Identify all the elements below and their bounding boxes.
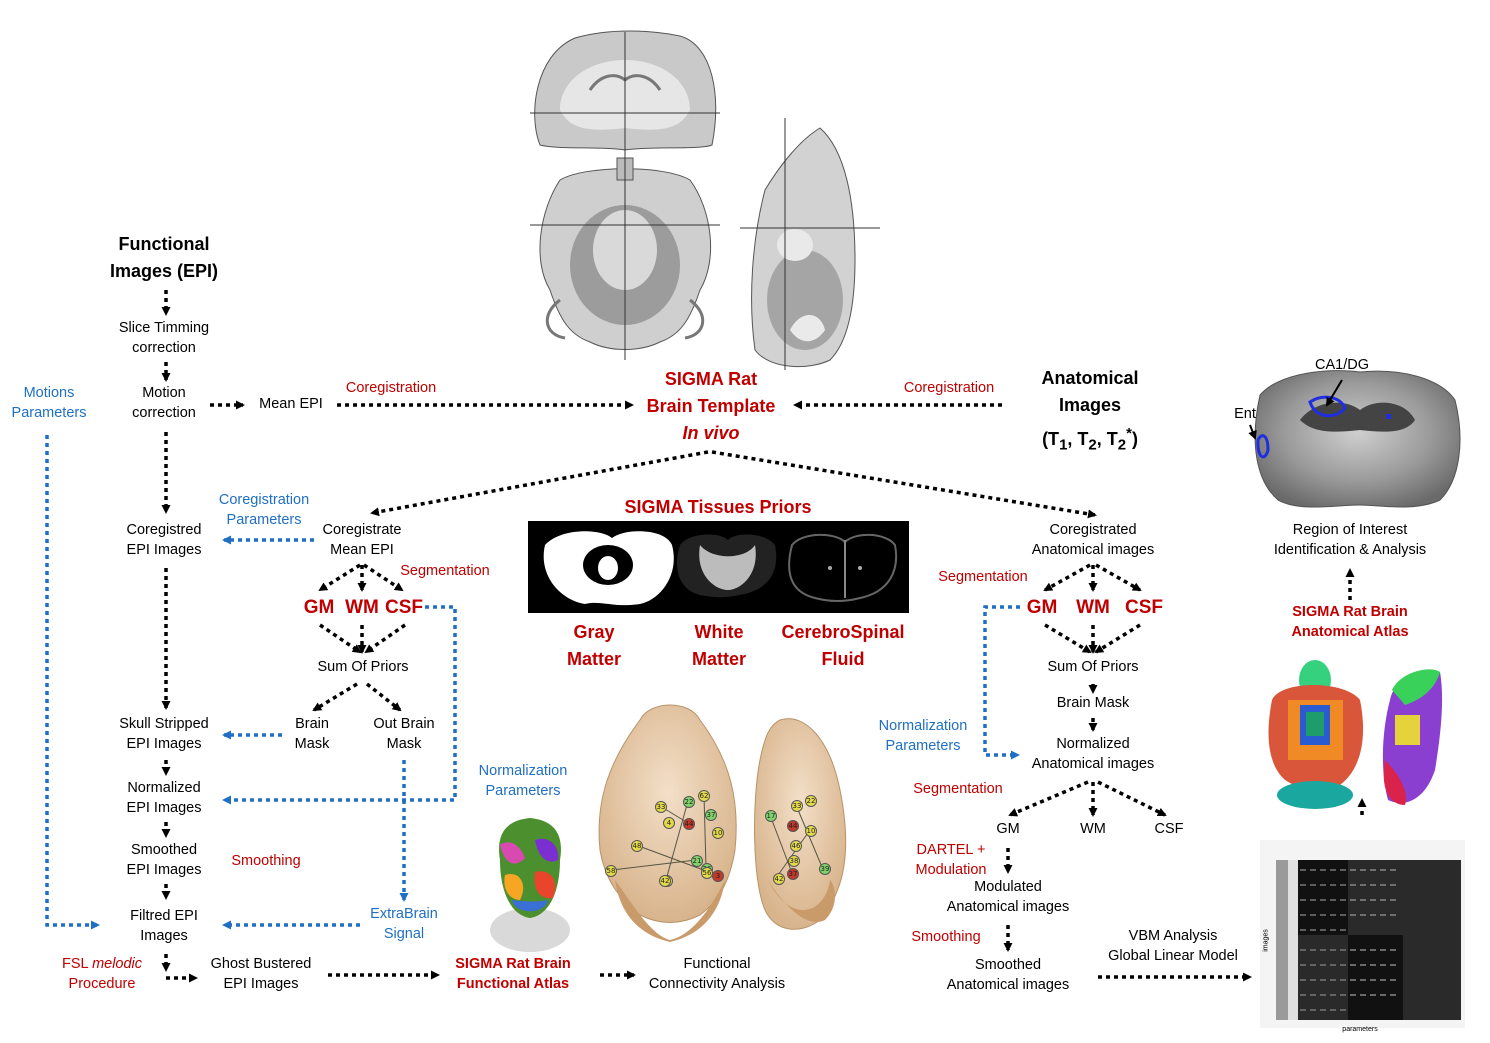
- network-node: 44: [683, 818, 695, 830]
- segmentation-label-anatomical-2: Segmentation: [913, 781, 1003, 797]
- segmentation-label-anatomical: Segmentation: [938, 569, 1028, 585]
- segmentation-label-functional: Segmentation: [400, 563, 490, 579]
- csf-output: CSF: [1154, 821, 1184, 837]
- network-node: 37: [787, 868, 799, 880]
- template-axial-image: [530, 150, 720, 360]
- anatomical-sequences-label: (T1, T2, T2*): [1042, 425, 1138, 454]
- template-coronal-image: [530, 30, 720, 155]
- network-node: 58: [605, 865, 617, 877]
- network-node: 37: [705, 809, 717, 821]
- smoothing-label-functional: Smoothing: [231, 853, 301, 869]
- network-node: 21: [691, 855, 703, 867]
- gm-prior-functional: GM: [303, 597, 335, 618]
- network-node: 10: [805, 825, 817, 837]
- coregistration-label-left: Coregistration: [345, 380, 437, 396]
- network-node: 22: [683, 796, 695, 808]
- coregistration-label-right: Coregistration: [903, 380, 995, 396]
- network-node: 42: [773, 873, 785, 885]
- wm-prior-anatomical: WM: [1076, 597, 1110, 618]
- wm-prior-functional: WM: [345, 597, 379, 618]
- network-node: 62: [698, 790, 710, 802]
- roi-brain-slice-image: [1248, 370, 1461, 508]
- network-node: 33: [655, 801, 667, 813]
- network-node: 17: [765, 810, 777, 822]
- csf-prior-functional: CSF: [385, 597, 423, 618]
- network-node: 56: [701, 867, 713, 879]
- sum-of-priors-anatomical: Sum Of Priors: [1047, 659, 1139, 675]
- gm-prior-anatomical: GM: [1026, 597, 1058, 618]
- sigma-tissues-priors-title: SIGMA Tissues Priors: [624, 497, 812, 517]
- brain-mask-anatomical: Brain Mask: [1056, 695, 1130, 711]
- vbm-design-matrix-image: [1260, 840, 1465, 1028]
- matrix-x-axis-label: parameters: [1342, 1026, 1378, 1033]
- black-flow-arrows: [161, 290, 1367, 983]
- network-node: 39: [819, 863, 831, 875]
- template-sagittal-image: [740, 118, 880, 370]
- network-node: 10: [712, 827, 724, 839]
- network-node: 48: [631, 840, 643, 852]
- network-node: 33: [791, 800, 803, 812]
- wm-output: WM: [1080, 821, 1106, 837]
- smoothing-label-anatomical: Smoothing: [911, 929, 981, 945]
- ca1-dg-annotation: CA1/DG: [1315, 357, 1369, 373]
- connectivity-glass-brain-sagittal: [754, 718, 847, 930]
- network-node: 4: [663, 817, 675, 829]
- network-node: 38: [788, 855, 800, 867]
- network-node: 42: [659, 875, 671, 887]
- fsl-melodic-procedure-label: FSL melodic Procedure: [61, 956, 143, 992]
- tissue-priors-image: [528, 521, 909, 613]
- gm-output: GM: [996, 821, 1020, 837]
- network-node: 44: [787, 820, 799, 832]
- dartel-modulation-label: DARTEL +Modulation: [915, 842, 987, 878]
- network-node: 46: [790, 840, 802, 852]
- network-node: 22: [805, 795, 817, 807]
- functional-atlas-brain-image: [490, 818, 570, 952]
- mean-epi: Mean EPI: [259, 396, 323, 412]
- network-node: 3: [712, 870, 724, 882]
- ent-annotation: Ent: [1234, 406, 1256, 422]
- sum-of-priors-functional: Sum Of Priors: [317, 659, 409, 675]
- csf-prior-anatomical: CSF: [1125, 597, 1163, 618]
- blue-parameter-arrows: [45, 435, 1020, 930]
- matrix-y-axis-label: images: [1262, 929, 1270, 952]
- anatomical-atlas-brain-image: [1268, 660, 1443, 809]
